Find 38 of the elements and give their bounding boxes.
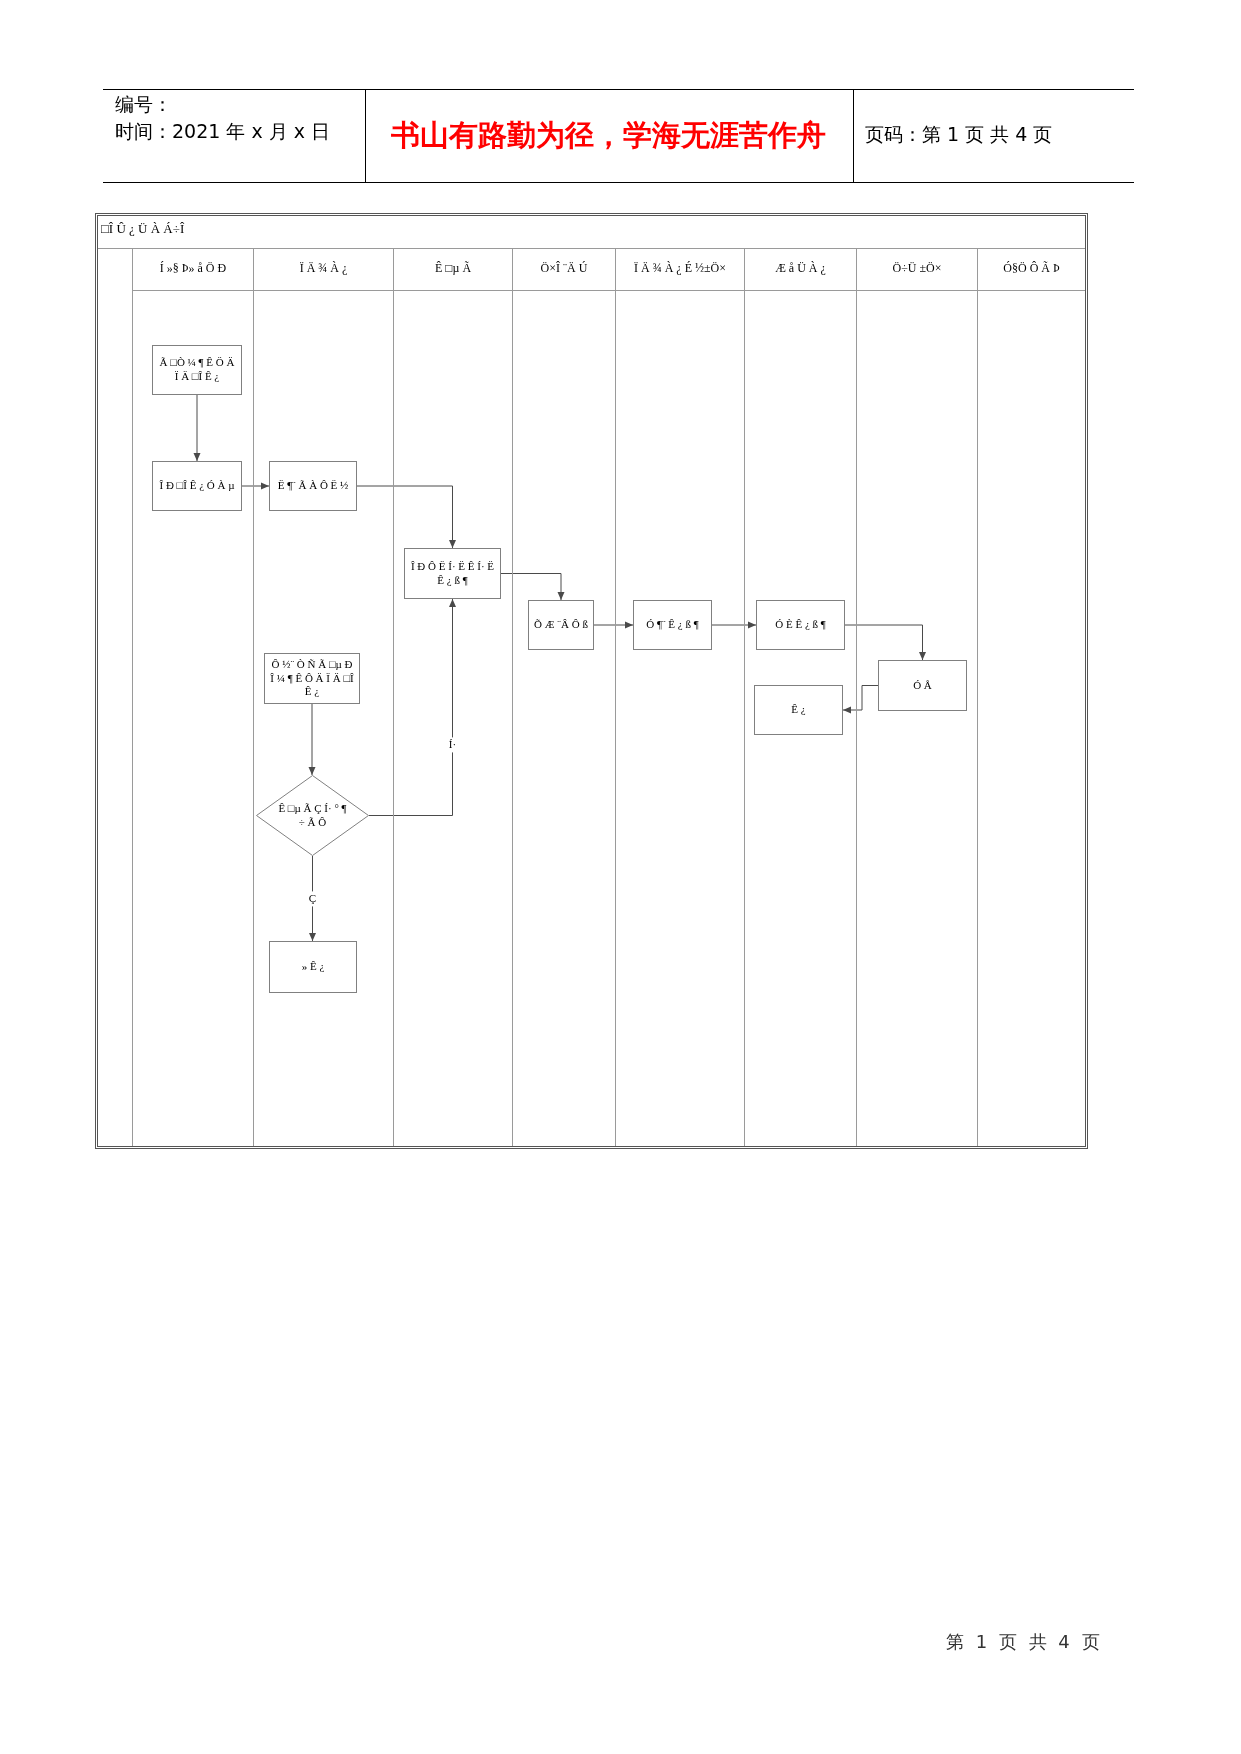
process-box: » Ê ¿ <box>269 941 357 993</box>
process-box: Ó Å <box>878 660 967 711</box>
page-footer: 第 1 页 共 4 页 <box>946 1632 1103 1653</box>
decision-diamond: Ê □µ Ã Ç Í· ° ¶ ÷ Ã Ô <box>256 775 369 856</box>
lane-header: Ö÷Ü ±Ö× <box>892 261 942 276</box>
process-box: Î Ð □Î Ê ¿ Ó À µ <box>152 461 242 511</box>
process-box: Ã □Ò ¼ ¶ Ê Ö Ä Ï Ä □Î Ê ¿ <box>152 345 242 395</box>
arrow <box>844 624 926 661</box>
process-box: Î Ð Ô Ë Í· Ë Ê Í· Ë Ê ¿ ß ¶ <box>404 548 501 599</box>
process-box: Õ Æ ¨Â Ô ß <box>528 600 594 650</box>
lane-header: Ï Ä ¾ À ¿ <box>299 261 348 276</box>
lane-header: Ö×Î ¨Ä Ú <box>540 261 588 276</box>
arrow <box>368 598 456 816</box>
process-box: Ó ¶¨ Ê ¿ ß ¶ <box>633 600 712 650</box>
motto: 书山有路勤为径，学海无涯苦作舟 <box>390 119 826 153</box>
arrow <box>309 855 316 942</box>
lane-header: Æ å Ü À ¿ <box>775 261 826 276</box>
lane-header: Í »§ Þ» å Ö Ð <box>159 261 227 276</box>
arrow <box>356 485 456 549</box>
arrow <box>308 703 316 776</box>
lane-header: Ï Ä ¾ À ¿ É ½±Ö× <box>634 261 726 276</box>
arrow <box>500 573 565 601</box>
chart-title: □Î Û ¿ Ü À Á÷Î <box>101 222 185 237</box>
process-box: Ó È Ê ¿ ß ¶ <box>756 600 845 650</box>
process-box: Ô ½¨ Ò Ñ Ã □µ Ð Î ¼ ¶ Ê Ô Ä Ï Ä □Î Ê ¿ <box>264 653 360 704</box>
form-number-label: 编号： <box>115 94 172 116</box>
page-number-label: 页码：第 1 页 共 4 页 <box>865 124 1053 146</box>
process-box: Ë ¶¨ Ã À Ô Ë ½ <box>269 461 357 511</box>
arrow <box>241 482 270 490</box>
arrow <box>842 685 879 714</box>
arrow <box>711 621 757 629</box>
arrow <box>593 621 634 629</box>
edge-label: Ç <box>306 890 319 907</box>
process-box: Ê ¿ <box>754 685 843 735</box>
lane-header: Ó§Ö Ô Ã Þ <box>1003 261 1060 276</box>
lane-header: Ê □µ Ã <box>434 261 472 276</box>
arrow <box>193 394 201 462</box>
date-label: 时间：2021 年 x 月 x 日 <box>115 121 331 143</box>
